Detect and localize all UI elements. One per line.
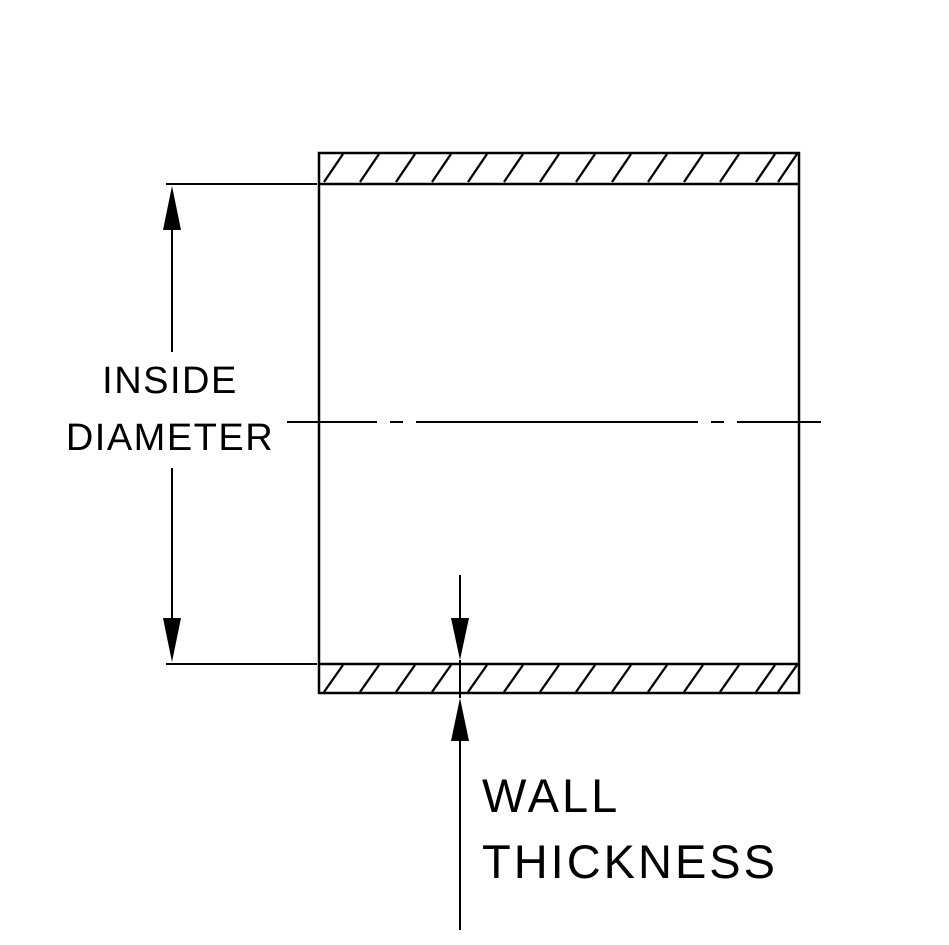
inside-diameter-arrow-up-icon <box>163 186 181 230</box>
arrowheads <box>163 186 469 741</box>
wall-thickness-arrow-up-icon <box>451 698 469 741</box>
inside-diameter-dimension <box>166 183 317 665</box>
inside-diameter-label-line2: DIAMETER <box>66 417 274 459</box>
wall-thickness-label-line2: THICKNESS <box>482 835 778 888</box>
bottom-wall-hatch <box>323 664 798 693</box>
top-wall-hatch <box>323 153 798 183</box>
inside-diameter-arrow-down-icon <box>163 618 181 662</box>
inside-diameter-label-line1: INSIDE <box>102 360 238 402</box>
wall-thickness-label-line1: WALL <box>482 769 620 822</box>
wall-thickness-arrow-down-icon <box>451 618 469 660</box>
line-work <box>166 151 821 930</box>
